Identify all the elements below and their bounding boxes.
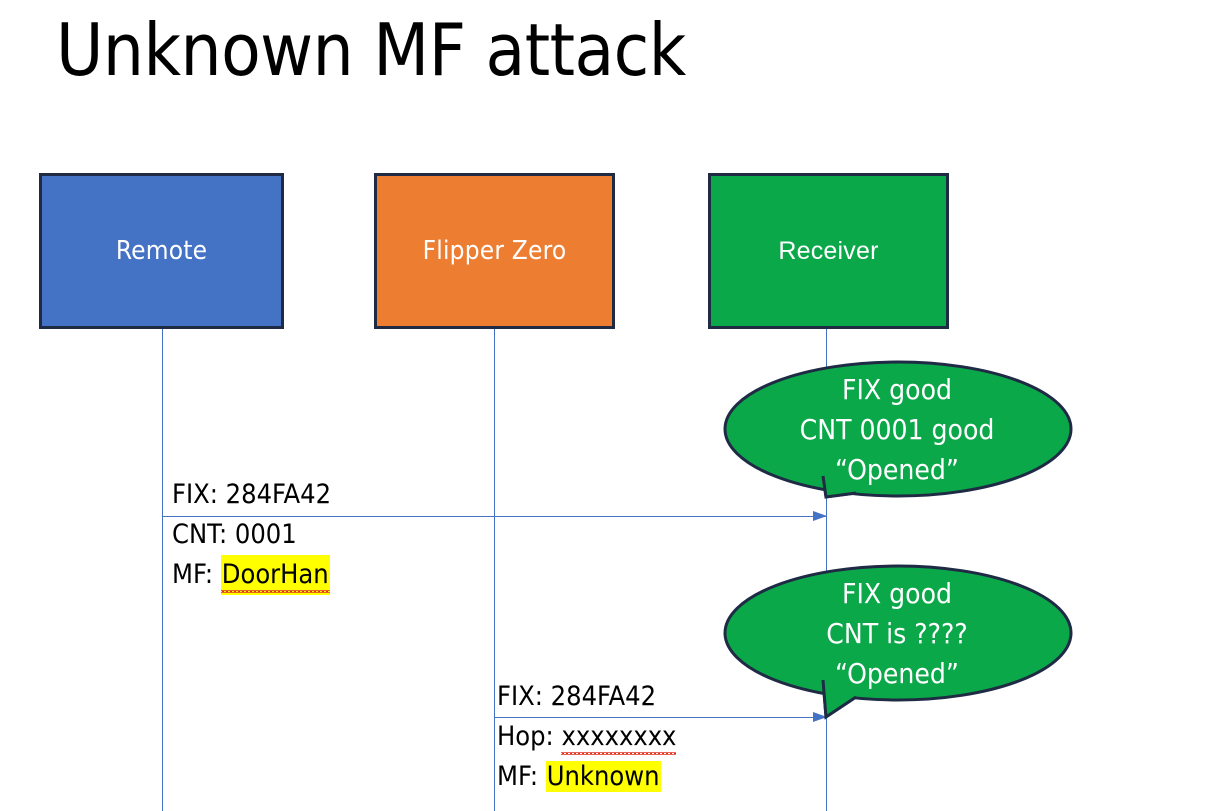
message-line: MF: DoorHan: [172, 555, 331, 595]
message-line: Hop: xxxxxxxx: [497, 717, 676, 757]
callout-shape-icon: [723, 564, 1073, 720]
actor-box-receiver[interactable]: Receiver: [708, 173, 949, 329]
message-arrow-flipper-to-receiver: [494, 712, 827, 722]
message-label-flipper-to-receiver: FIX: 284FA42 Hop: xxxxxxxx MF: Unknown: [497, 677, 676, 797]
message-line-prefix: MF:: [172, 559, 221, 590]
lifeline-remote: [162, 329, 163, 811]
callout-bubble-first[interactable]: FIX good CNT 0001 good “Opened”: [723, 360, 1073, 520]
message-line-value: 284FA42: [550, 681, 657, 712]
message-line-prefix: FIX:: [497, 681, 551, 712]
message-line-value: 284FA42: [225, 479, 332, 510]
callout-shape-icon: [723, 360, 1073, 499]
message-line: MF: Unknown: [497, 757, 676, 797]
message-line-value-highlighted: DoorHan: [220, 555, 330, 595]
message-line-value: 0001: [234, 519, 297, 550]
lifeline-flipper-zero: [494, 329, 495, 811]
message-line-value-highlighted: Unknown: [545, 761, 661, 792]
message-line: FIX: 284FA42: [497, 677, 676, 717]
actor-label-remote: Remote: [115, 236, 208, 266]
actor-label-flipper-zero: Flipper Zero: [422, 236, 567, 266]
actor-box-flipper-zero[interactable]: Flipper Zero: [374, 173, 615, 329]
message-line-prefix: Hop:: [497, 721, 562, 752]
message-line-prefix: CNT:: [172, 519, 235, 550]
callout-bubble-second[interactable]: FIX good CNT is ???? “Opened”: [723, 564, 1073, 724]
actor-box-remote[interactable]: Remote: [39, 173, 284, 329]
message-label-remote-to-receiver: FIX: 284FA42 CNT: 0001 MF: DoorHan: [172, 475, 331, 595]
message-line-value: xxxxxxxx: [561, 717, 676, 757]
actor-label-receiver: Receiver: [778, 236, 879, 265]
message-line-prefix: FIX:: [172, 479, 226, 510]
lifeline-receiver: [826, 329, 827, 811]
message-arrow-remote-to-receiver: [162, 511, 827, 521]
message-line: CNT: 0001: [172, 515, 331, 555]
page-title: Unknown MF attack: [56, 8, 686, 92]
message-line: FIX: 284FA42: [172, 475, 331, 515]
message-line-prefix: MF:: [497, 761, 546, 792]
